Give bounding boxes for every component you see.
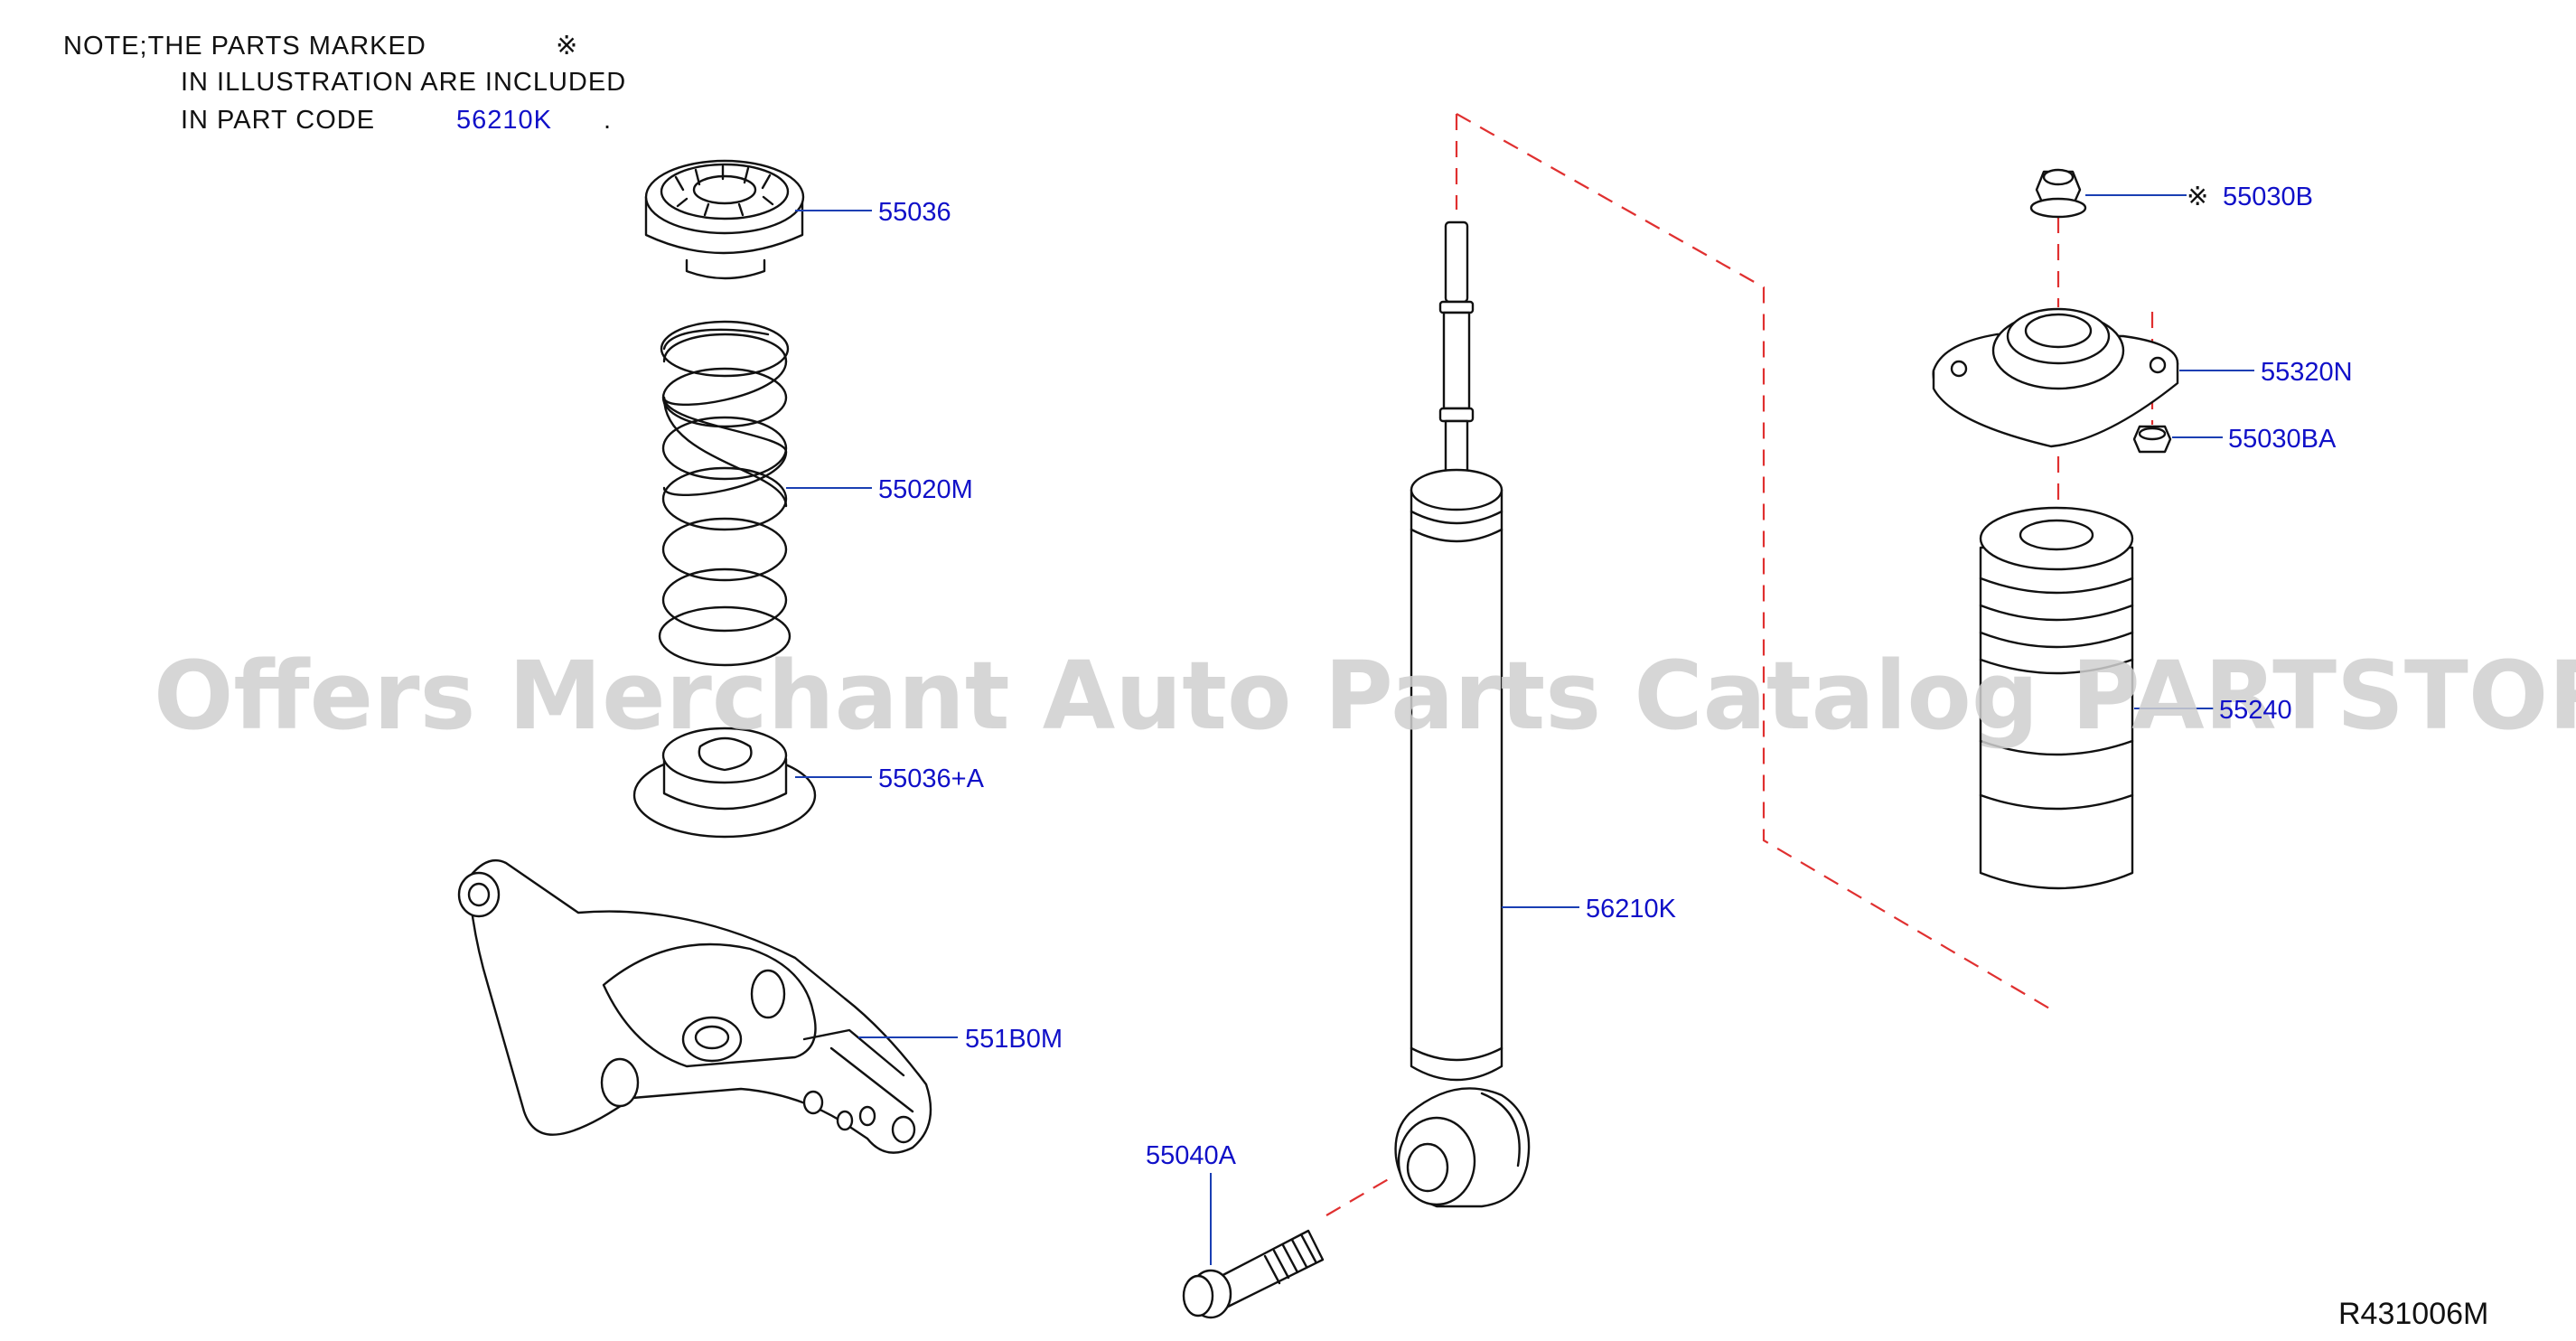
upper-insulator-drawing[interactable]: [644, 159, 805, 280]
part-labels: 55036 55020M 55036+A 551B0M 55040A 56210…: [878, 183, 2353, 1170]
top-nut-drawing[interactable]: [2029, 168, 2087, 219]
label-top-nut[interactable]: 55030B: [2223, 183, 2313, 211]
label-coil-spring[interactable]: 55020M: [878, 475, 973, 504]
label-strut-mount[interactable]: 55320N: [2261, 358, 2353, 387]
shock-absorber-drawing[interactable]: [1394, 220, 1531, 1208]
side-nut-drawing[interactable]: [2132, 425, 2172, 454]
lower-arm-drawing[interactable]: [457, 858, 932, 1154]
label-top-nut-marker: ※: [2187, 183, 2208, 211]
guide-shock-to-bumper: [1456, 113, 2056, 1013]
bolt-drawing[interactable]: [1182, 1229, 1325, 1319]
note-marker-symbol: ※: [556, 32, 578, 61]
leader-lines: [786, 194, 2254, 1265]
diagram-reference-code: R431006M: [2338, 1297, 2488, 1331]
label-shock-absorber[interactable]: 56210K: [1586, 895, 1677, 924]
guide-bolt-to-eye: [1325, 1174, 1397, 1216]
label-upper-insulator[interactable]: 55036: [878, 198, 951, 227]
label-lower-insulator[interactable]: 55036+A: [878, 764, 985, 793]
label-bolt[interactable]: 55040A: [1146, 1141, 1237, 1170]
note-block: NOTE;THE PARTS MARKED ※ IN ILLUSTRATION …: [63, 32, 626, 135]
strut-mount-drawing[interactable]: [1932, 307, 2179, 448]
note-period: .: [604, 106, 612, 135]
label-bound-bumper[interactable]: 55240: [2219, 696, 2292, 725]
note-part-code[interactable]: 56210K: [456, 106, 552, 135]
lower-insulator-drawing[interactable]: [632, 727, 817, 839]
label-lower-arm[interactable]: 551B0M: [965, 1025, 1063, 1054]
note-line-2: IN ILLUSTRATION ARE INCLUDED: [181, 68, 626, 97]
watermark-text: Offers Merchant Auto Parts Catalog PARTS…: [154, 641, 2576, 751]
note-line-1: NOTE;THE PARTS MARKED: [63, 32, 426, 61]
coil-spring-drawing[interactable]: [658, 320, 792, 667]
label-side-nut[interactable]: 55030BA: [2228, 425, 2337, 454]
bound-bumper-drawing[interactable]: [1979, 506, 2134, 890]
note-line-3: IN PART CODE: [181, 106, 375, 135]
